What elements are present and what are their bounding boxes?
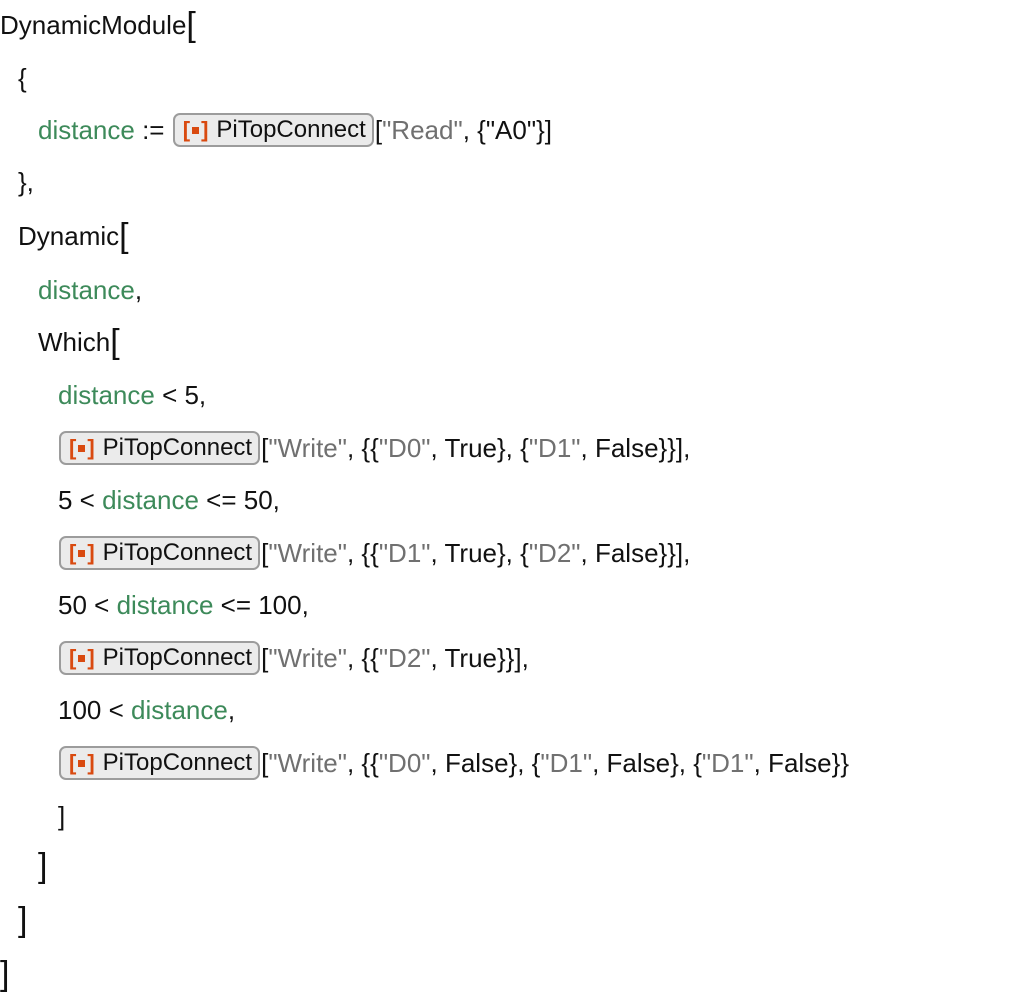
code-line-close-brace: },: [18, 162, 34, 202]
code-line-close-which-body: ]: [58, 796, 65, 836]
code-line-action-4: []PiTopConnect["Write", {{"D0", False}, …: [58, 743, 849, 783]
dynamicmodule-head: DynamicModule: [0, 10, 187, 40]
open-bracket: [: [119, 217, 129, 255]
code-line-dynamicmodule: DynamicModule[: [0, 5, 196, 45]
close-bracket: ]: [18, 901, 28, 939]
code-line-action-3: []PiTopConnect["Write", {{"D2", True}}],: [58, 638, 529, 678]
code-line-condition-3: 50 < distance <= 100,: [58, 590, 309, 620]
variable-distance: distance: [131, 695, 228, 725]
code-line-action-1: []PiTopConnect["Write", {{"D0", True}, {…: [58, 428, 690, 468]
resource-icon: []: [182, 117, 209, 142]
variable-distance: distance: [102, 485, 199, 515]
code-line-action-2: []PiTopConnect["Write", {{"D1", True}, {…: [58, 533, 690, 573]
close-brace: },: [18, 167, 34, 197]
resource-object-pitopconnect[interactable]: []PiTopConnect: [59, 746, 261, 780]
code-line-which: Which[: [38, 322, 120, 362]
assign-operator: :=: [142, 115, 165, 145]
code-line-open-brace: {: [18, 58, 27, 98]
open-brace: {: [18, 63, 27, 93]
resource-object-pitopconnect[interactable]: []PiTopConnect: [59, 536, 261, 570]
code-line-close-dynamic: ]: [18, 900, 27, 940]
code-line-dynamic-arg: distance,: [38, 275, 143, 305]
code-line-assign: distance := []PiTopConnect["Read", {"A0"…: [38, 113, 552, 147]
read-args: , {"A0"}]: [462, 115, 552, 145]
resource-icon: []: [69, 750, 95, 775]
resource-label: PiTopConnect: [216, 116, 366, 143]
close-bracket: ]: [0, 955, 10, 993]
resource-object-pitopconnect[interactable]: []PiTopConnect: [59, 431, 261, 465]
open-bracket: [: [110, 323, 120, 361]
resource-object-pitopconnect[interactable]: [] PiTopConnect: [172, 113, 374, 147]
dynamic-head: Dynamic: [18, 221, 120, 251]
resource-icon: []: [69, 645, 95, 670]
variable-distance: distance: [116, 590, 214, 620]
variable-distance: distance: [38, 275, 135, 305]
string-read: "Read": [382, 115, 463, 145]
code-line-dynamic: Dynamic[: [18, 216, 129, 256]
code-line-condition-4: 100 < distance,: [58, 695, 236, 725]
code-line-close-dynamicmodule: ]: [0, 954, 9, 994]
resource-object-pitopconnect[interactable]: []PiTopConnect: [59, 641, 261, 675]
code-line-close-which: ]: [38, 846, 47, 886]
variable-distance: distance: [58, 380, 155, 410]
which-head: Which: [38, 327, 111, 357]
resource-icon: []: [69, 435, 95, 460]
code-line-condition-2: 5 < distance <= 50,: [58, 485, 280, 515]
variable-distance: distance: [38, 115, 135, 145]
close-bracket: ]: [58, 801, 66, 831]
resource-icon: []: [69, 540, 95, 565]
close-bracket: ]: [38, 847, 48, 885]
code-line-condition-1: distance < 5,: [58, 380, 207, 410]
open-bracket: [: [186, 6, 196, 44]
